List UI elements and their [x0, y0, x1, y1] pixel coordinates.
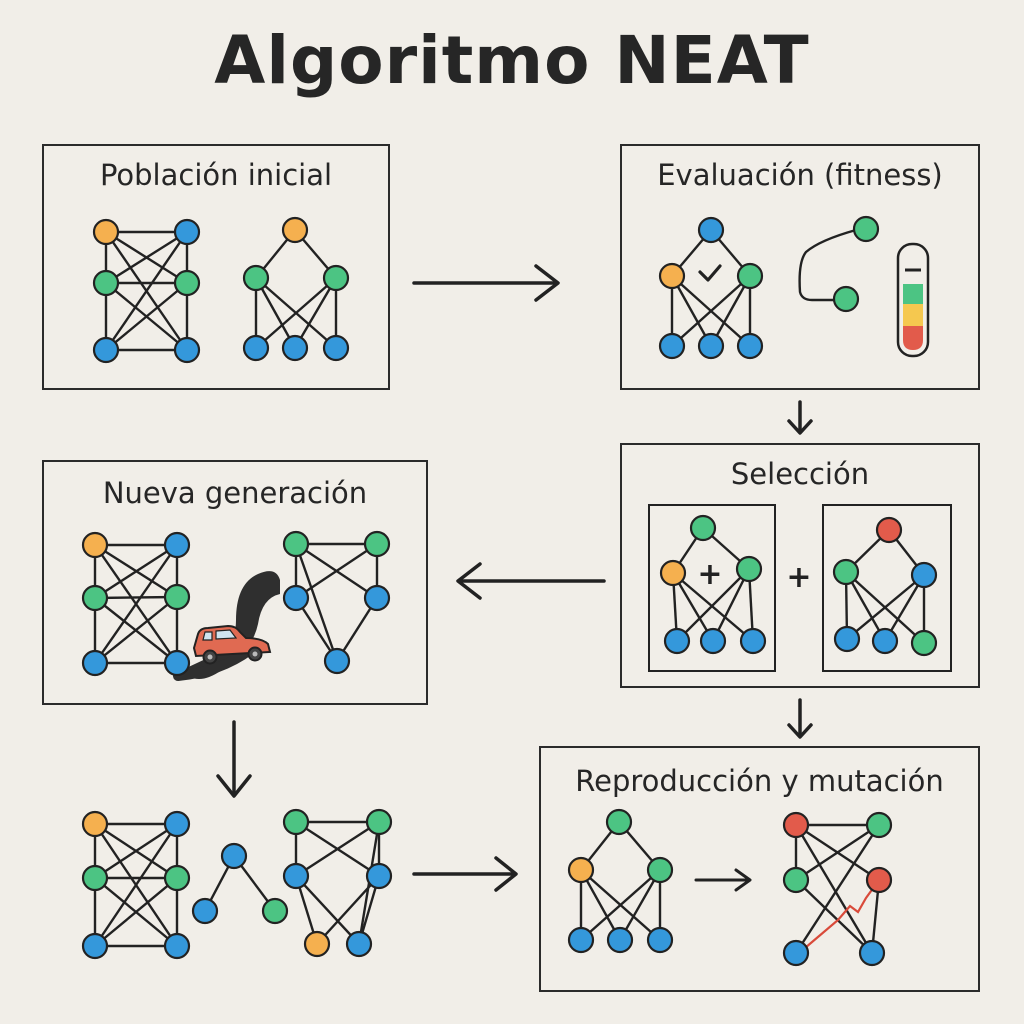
arrow-new-generation-down	[216, 720, 252, 798]
selection-parent-b-frame	[822, 504, 952, 672]
network-reproduction-parent-nodes	[567, 808, 674, 954]
network-initial-a-nodes	[92, 218, 201, 364]
page-title: Algoritmo NEAT	[214, 22, 810, 99]
new-generation-node-under-road	[163, 649, 191, 677]
arrow-selection-to-new-generation	[456, 562, 606, 600]
mutation-new-connection	[804, 879, 880, 949]
network-evaluation	[670, 229, 752, 347]
arrow-evaluation-to-selection	[787, 400, 813, 435]
network-new-generation-b	[294, 542, 379, 662]
panel-title-new-generation: Nueva generación	[102, 476, 368, 510]
network-offspring-a-nodes	[81, 810, 191, 960]
panel-title-reproduction: Reproducción y mutación	[575, 764, 944, 798]
panel-title-selection: Selección	[730, 457, 870, 491]
network-reproduction-mutated-nodes	[782, 811, 893, 967]
panel-reproduction: Reproducción y mutación	[539, 746, 980, 992]
network-new-generation-b-nodes	[282, 530, 391, 675]
selection-plus-inner: +	[697, 557, 722, 592]
network-offspring-c	[294, 820, 381, 945]
network-initial-a	[104, 230, 189, 352]
network-new-generation-a-nodes	[81, 531, 191, 677]
check-icon	[698, 264, 722, 282]
arrow-mutation-inner	[694, 868, 752, 892]
arrow-selection-to-reproduction	[787, 698, 813, 739]
network-selection-a-nodes	[659, 514, 767, 655]
network-evaluation-nodes	[658, 216, 764, 360]
network-new-generation-a	[93, 543, 179, 665]
network-selection-b	[844, 529, 926, 644]
network-offspring-b-nodes	[191, 842, 289, 925]
panel-title-evaluation: Evaluación (fitness)	[657, 158, 943, 192]
network-initial-b-nodes	[242, 216, 350, 362]
network-offspring-a	[93, 822, 179, 948]
arrow-bottom-to-reproduction	[412, 856, 518, 892]
connection-trace	[798, 215, 880, 313]
car-icon	[192, 624, 272, 665]
network-initial-b	[254, 229, 338, 349]
fitness-meter-icon	[896, 242, 930, 358]
network-reproduction-mutated	[794, 823, 881, 954]
network-offspring-c-nodes	[282, 808, 393, 958]
flow-arrows	[216, 264, 813, 892]
network-selection-b-nodes	[832, 516, 938, 657]
arrow-initial-to-evaluation	[412, 264, 560, 302]
selection-parent-a-frame	[648, 504, 776, 672]
panel-title-initial-population: Población inicial	[99, 158, 333, 192]
selection-plus-between: +	[786, 560, 811, 595]
network-reproduction-parent	[579, 821, 662, 941]
